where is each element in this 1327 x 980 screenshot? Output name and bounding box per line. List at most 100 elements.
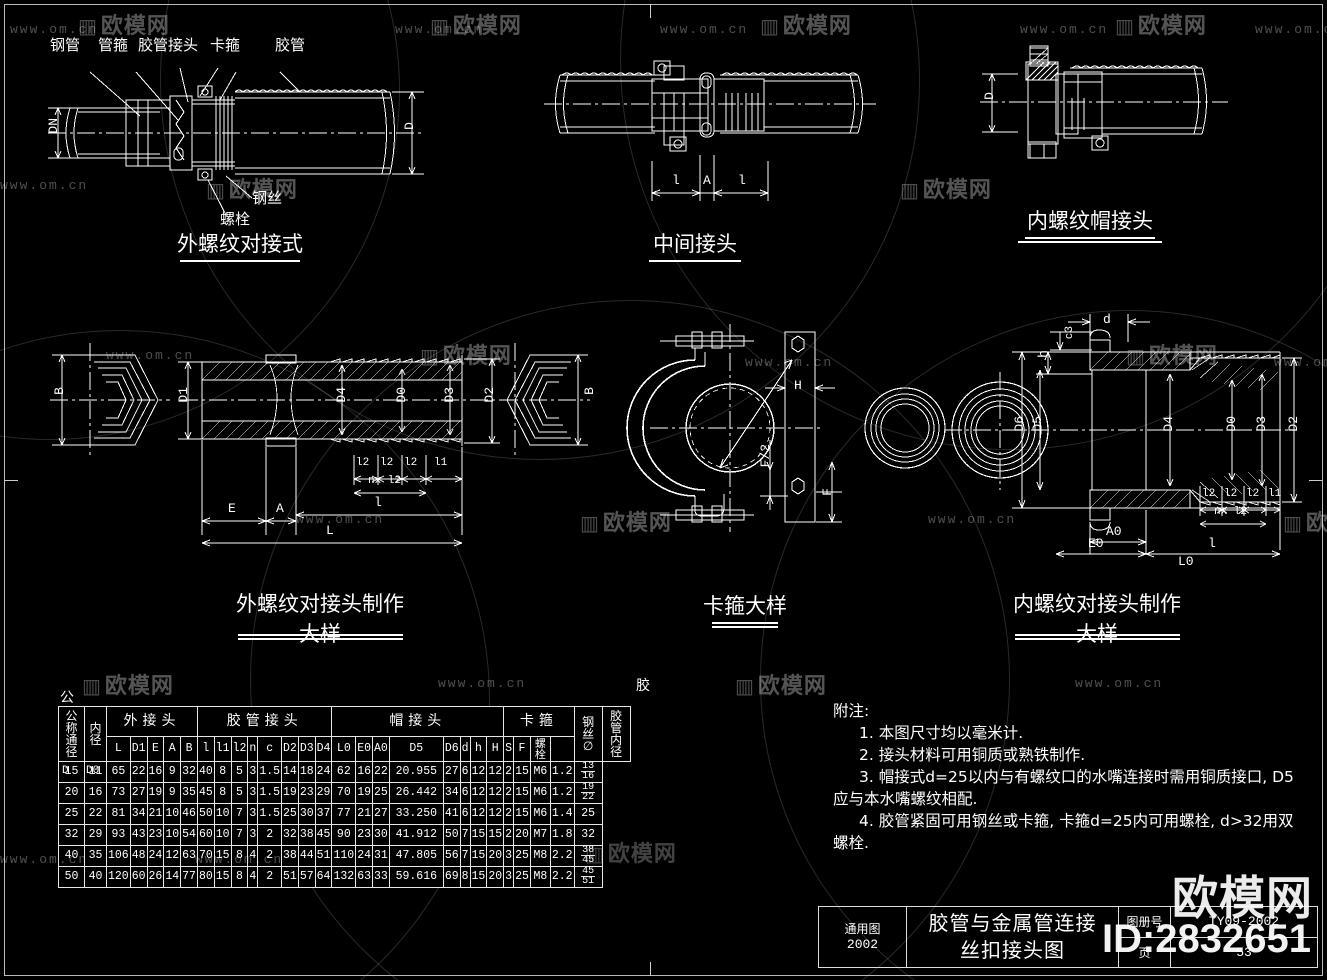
figure-title-line2: 大样 (299, 622, 341, 646)
dim-l-left: l (672, 173, 680, 188)
dim-nxl2: nx l2 (1214, 506, 1248, 518)
cell-D4: 64 (314, 866, 333, 889)
cell-D0: 35 (84, 845, 107, 868)
cell-E: 26 (146, 866, 165, 889)
page-value: 53 (1236, 944, 1252, 960)
cell-B: 46 (180, 803, 198, 826)
cell-H: 12 (486, 782, 505, 805)
dim-L: L (326, 523, 334, 538)
cell-l: 40 (196, 760, 215, 784)
cell-D6: 69 (442, 866, 461, 889)
cell-bolt: M6 (529, 782, 551, 805)
col-group-steel-wire: 钢丝∅ (573, 706, 603, 762)
callout-hose: 胶管 (275, 36, 306, 54)
dim-l2-c: l2 (404, 457, 418, 469)
cell-D0: 22 (84, 803, 107, 826)
cell-h: 12 (469, 760, 488, 784)
figure-internal-thread-cap-joint: D (960, 40, 1310, 220)
cell-D5: 41.912 (388, 824, 444, 847)
dim-D1: D1 (176, 387, 191, 403)
notes-block: 附注: 1. 本图尺寸均以毫米计. 2. 接头材料可用铜质或熟铁制作. 3. 帽… (833, 700, 1303, 854)
cell-L: 106 (106, 845, 131, 868)
cell-E0: 23 (355, 824, 373, 847)
cell-bolt: M6 (529, 803, 551, 826)
drawing-title-line1: 胶管与金属管连接 (928, 911, 1097, 935)
cell-d: 7 (459, 845, 471, 868)
cell-c: 2 (257, 845, 283, 868)
figure-internal-thread-cap-joint-svg (980, 45, 1228, 159)
dim-d: d (1103, 312, 1111, 327)
cell-wire: 2.2 (549, 845, 575, 868)
callout-bolt: 螺栓 (220, 210, 251, 228)
cell-D5: 47.805 (388, 845, 444, 868)
figure-title-internal-thread-cap-joint: 内螺纹帽接头 (1000, 205, 1180, 243)
cell-d: 7 (459, 824, 471, 847)
stamp-label: 通用图 (844, 922, 881, 936)
cell-H: 12 (486, 760, 505, 784)
frame-tick (650, 4, 651, 18)
drawing-title-line2: 丝扣接头图 (960, 938, 1065, 962)
cell-l2: 5 (230, 760, 249, 784)
dim-D4: D4 (1161, 416, 1176, 432)
cell-l2: 5 (230, 782, 249, 805)
dim-F-half: F/2 (758, 444, 773, 468)
cell-L0: 62 (331, 760, 357, 784)
dim-B-left: B (52, 387, 67, 395)
cell-hose-inner-diameter: 32 (573, 824, 603, 847)
cell-D6: 34 (442, 782, 461, 805)
cell-F: 15 (513, 803, 531, 826)
cell-D6: 27 (442, 760, 461, 784)
cell-c: 2 (257, 866, 283, 889)
figure-title-line1: 外螺纹对接头制作 (236, 592, 404, 616)
cell-l: 50 (196, 803, 215, 826)
cell-A: 10 (163, 803, 182, 826)
callout-pipe-sleeve: 管箍 (98, 36, 129, 54)
figure-external-fitting-detail-svg (50, 343, 590, 547)
cell-wire: 2.2 (549, 866, 575, 889)
cell-D4: 29 (314, 782, 333, 805)
dim-D4: D4 (334, 387, 349, 403)
title-underline-2 (237, 638, 403, 640)
cell-D2: 25 (281, 803, 299, 826)
note-item-1: 1. 本图尺寸均以毫米计. (859, 724, 1024, 742)
cell-h: 15 (469, 845, 488, 868)
dim-L0: L0 (1178, 554, 1194, 569)
dim-A0: A0 (1106, 524, 1122, 539)
dim-D3: D3 (442, 387, 457, 403)
cell-A0: 27 (372, 803, 390, 826)
dim-DN: DN (46, 118, 61, 134)
dim-D2: D2 (482, 387, 497, 403)
title-block-page-row: 页 53 (1119, 937, 1317, 967)
notes-heading: 附注: (833, 702, 870, 720)
figure-title-text: 内螺纹帽接头 (1027, 209, 1153, 233)
cell-D1: 34 (129, 803, 148, 826)
cell-D4: 37 (314, 803, 333, 826)
frame-tick (1309, 480, 1323, 481)
cell-S: 2 (503, 824, 515, 847)
cell-n: 3 (247, 760, 259, 784)
cell-c: 1.5 (257, 760, 283, 784)
cell-H: 20 (486, 845, 505, 868)
cell-wire: 1.2 (549, 760, 575, 784)
dim-D3: D3 (1254, 416, 1269, 432)
cell-B: 77 (180, 866, 198, 889)
cell-l: 60 (196, 824, 215, 847)
figure-internal-fitting-detail: d c3 h D6 D5 D4 D0 D3 D2 A0 E0 l L0 l2 l… (900, 290, 1310, 569)
cell-c: 2 (257, 824, 283, 847)
title-block-meta: 图册号 TY09-2002 页 53 (1119, 907, 1317, 967)
figure-external-thread-butt-svg (48, 67, 424, 216)
cell-wire: 1.2 (549, 782, 575, 805)
title-underline (649, 260, 741, 262)
figure-title-external-fitting-detail: 外螺纹对接头制作 大样 (205, 588, 435, 646)
cell-L0: 90 (331, 824, 357, 847)
dim-D0: D0 (394, 387, 409, 403)
cell-A: 10 (163, 824, 182, 847)
cell-D: 40 (58, 845, 85, 868)
